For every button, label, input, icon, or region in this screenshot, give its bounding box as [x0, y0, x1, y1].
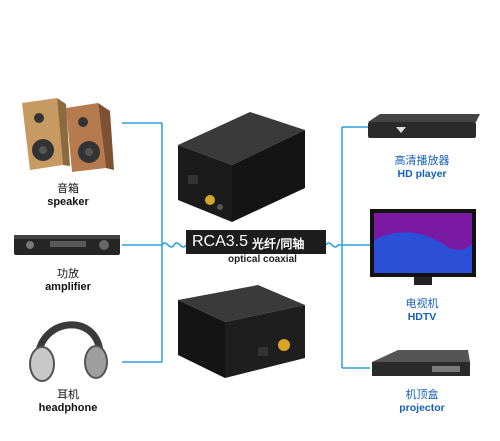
speaker-label: 音箱 speaker: [26, 180, 110, 208]
connection-type-bar: [186, 230, 326, 254]
optical-coaxial-label: optical coaxial: [228, 254, 297, 265]
converter-box-bottom: [178, 285, 305, 378]
hdtv-label: 电视机 HDTV: [372, 295, 472, 323]
hd-player-label-cn: 高清播放器: [394, 154, 450, 167]
hd-player-label-en: HD player: [397, 168, 447, 180]
optical-coaxial-cn-label: 光纤/同轴: [252, 237, 305, 251]
left-bracket-lines: [122, 122, 187, 363]
connection-type-band: RCA3.5 光纤/同轴 optical coaxial: [186, 230, 326, 268]
headphone-label-cn: 耳机: [57, 388, 79, 401]
headphone-label: 耳机 headphone: [26, 386, 110, 414]
hdtv-label-en: HDTV: [407, 311, 437, 323]
hdtv-icon: [370, 209, 476, 285]
rca-label: RCA3.5: [192, 233, 249, 250]
speaker-label-cn: 音箱: [57, 182, 79, 195]
set-top-box-label-cn: 机顶盒: [405, 388, 439, 401]
headphone-label-en: headphone: [38, 402, 98, 414]
amplifier-label-cn: 功放: [57, 267, 79, 280]
headphone-icon: [29, 321, 108, 382]
converter-box-top: [178, 112, 305, 222]
set-top-box-label: 机顶盒 projector: [372, 386, 472, 414]
right-bracket-lines: [325, 126, 370, 369]
set-top-box-icon: [372, 350, 470, 376]
amplifier-label: 功放 amplifier: [26, 265, 110, 293]
speaker-icon: [22, 98, 114, 172]
set-top-box-label-en: projector: [399, 402, 445, 414]
speaker-label-en: speaker: [47, 196, 89, 208]
amplifier-label-en: amplifier: [45, 281, 91, 293]
hdtv-label-cn: 电视机: [405, 297, 439, 310]
amplifier-icon: [14, 235, 120, 255]
hd-player-icon: [368, 114, 480, 138]
hd-player-label: 高清播放器 HD player: [372, 152, 472, 180]
